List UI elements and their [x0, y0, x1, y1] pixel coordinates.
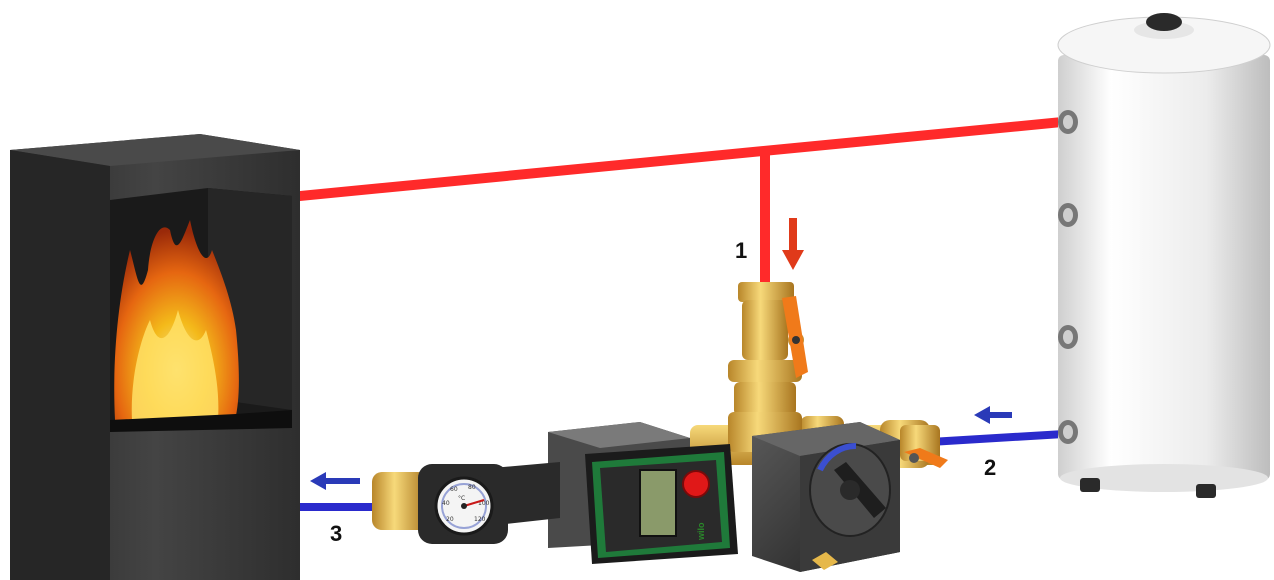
left-arrow-icon: [310, 472, 360, 490]
gauge-tick-60: 60: [450, 486, 458, 493]
storage-tank: [1058, 13, 1270, 498]
gauge-unit-label: °C: [458, 495, 465, 502]
thermometer-assembly: 20 40 60 80 100 120 °C: [372, 464, 508, 544]
gauge-tick-80: 80: [468, 484, 476, 491]
callout-3: 3: [330, 521, 342, 546]
callout-2: 2: [984, 455, 996, 480]
tank-port-lower-mid: [1058, 325, 1078, 349]
callout-1: 1: [735, 238, 747, 263]
tank-port-upper-mid: [1058, 203, 1078, 227]
tank-port-bottom: [1058, 420, 1078, 444]
tank-port-top: [1058, 110, 1078, 134]
hot-branch-pipe: [760, 150, 770, 290]
pump-brand-label: wilo: [696, 522, 706, 541]
wood-stove: [10, 134, 300, 580]
gauge-tick-120: 120: [474, 516, 486, 523]
cold-return-pipe-tank: [930, 430, 1064, 446]
mixing-valve-actuator: [752, 422, 900, 572]
red-button-icon: [683, 471, 709, 497]
down-arrow-icon: [782, 218, 804, 270]
ball-valve-inlet: [728, 282, 808, 452]
left-arrow-icon: [974, 406, 1012, 424]
pump-display: [640, 470, 676, 536]
gauge-tick-40: 40: [442, 500, 450, 507]
gauge-tick-20: 20: [446, 516, 454, 523]
tank-top-cap: [1146, 13, 1182, 31]
hot-supply-pipe: [300, 117, 1062, 201]
